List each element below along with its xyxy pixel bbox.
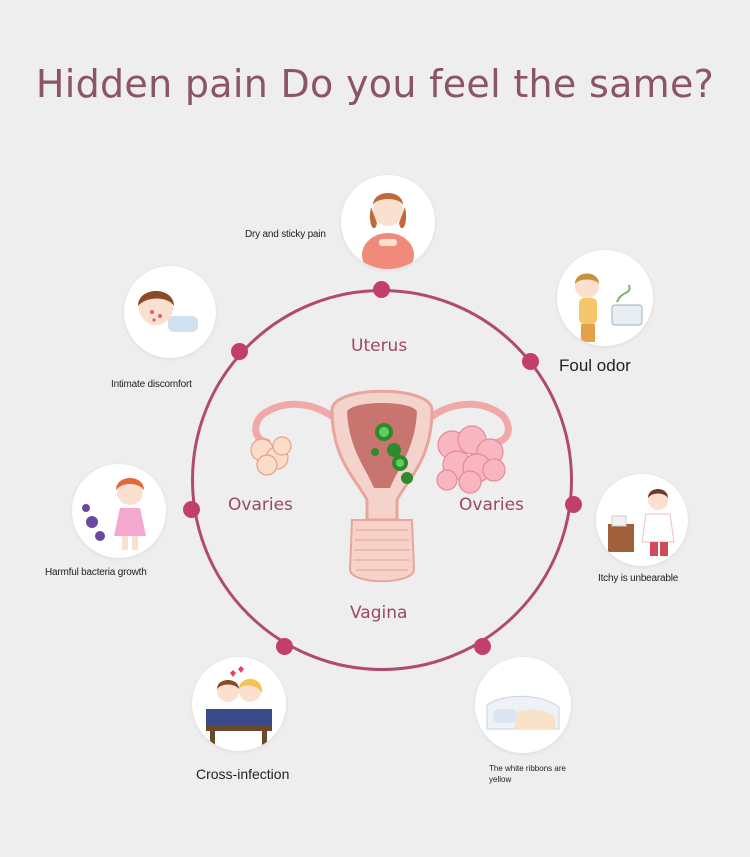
reproductive-anatomy-illustration [250, 389, 512, 583]
ovaries-right-label: Ovaries [459, 495, 524, 515]
ring-dot [373, 281, 390, 298]
couple-kissing-illustration [192, 657, 286, 751]
uterus-label: Uterus [351, 336, 408, 356]
ring-dot [565, 496, 582, 513]
vagina-label: Vagina [350, 603, 408, 623]
itchy-illustration [596, 474, 688, 566]
white-ribbons-label: The white ribbons are yellow [489, 764, 566, 784]
ring-dot [183, 501, 200, 518]
intimate-discomfort-label: Intimate discomfort [111, 379, 192, 390]
ring-dot [474, 638, 491, 655]
page-title: Hidden pain Do you feel the same? [35, 62, 715, 106]
ring-dot [231, 343, 248, 360]
bacteria-growth-label: Harmful bacteria growth [45, 567, 147, 578]
bed-sleeping-illustration [475, 657, 571, 753]
lying-woman-illustration [124, 266, 216, 358]
foul-odor-label: Foul odor [559, 356, 631, 375]
cross-infection-label: Cross-infection [196, 766, 290, 782]
ovaries-left-label: Ovaries [228, 495, 293, 515]
dry-sticky-pain-label: Dry and sticky pain [245, 229, 326, 240]
foul-odor-illustration [557, 250, 653, 346]
ring-dot [276, 638, 293, 655]
itchy-label: Itchy is unbearable [598, 573, 679, 584]
ring-dot [522, 353, 539, 370]
bacteria-illustration [72, 464, 166, 558]
woman-pain-illustration [341, 175, 435, 269]
